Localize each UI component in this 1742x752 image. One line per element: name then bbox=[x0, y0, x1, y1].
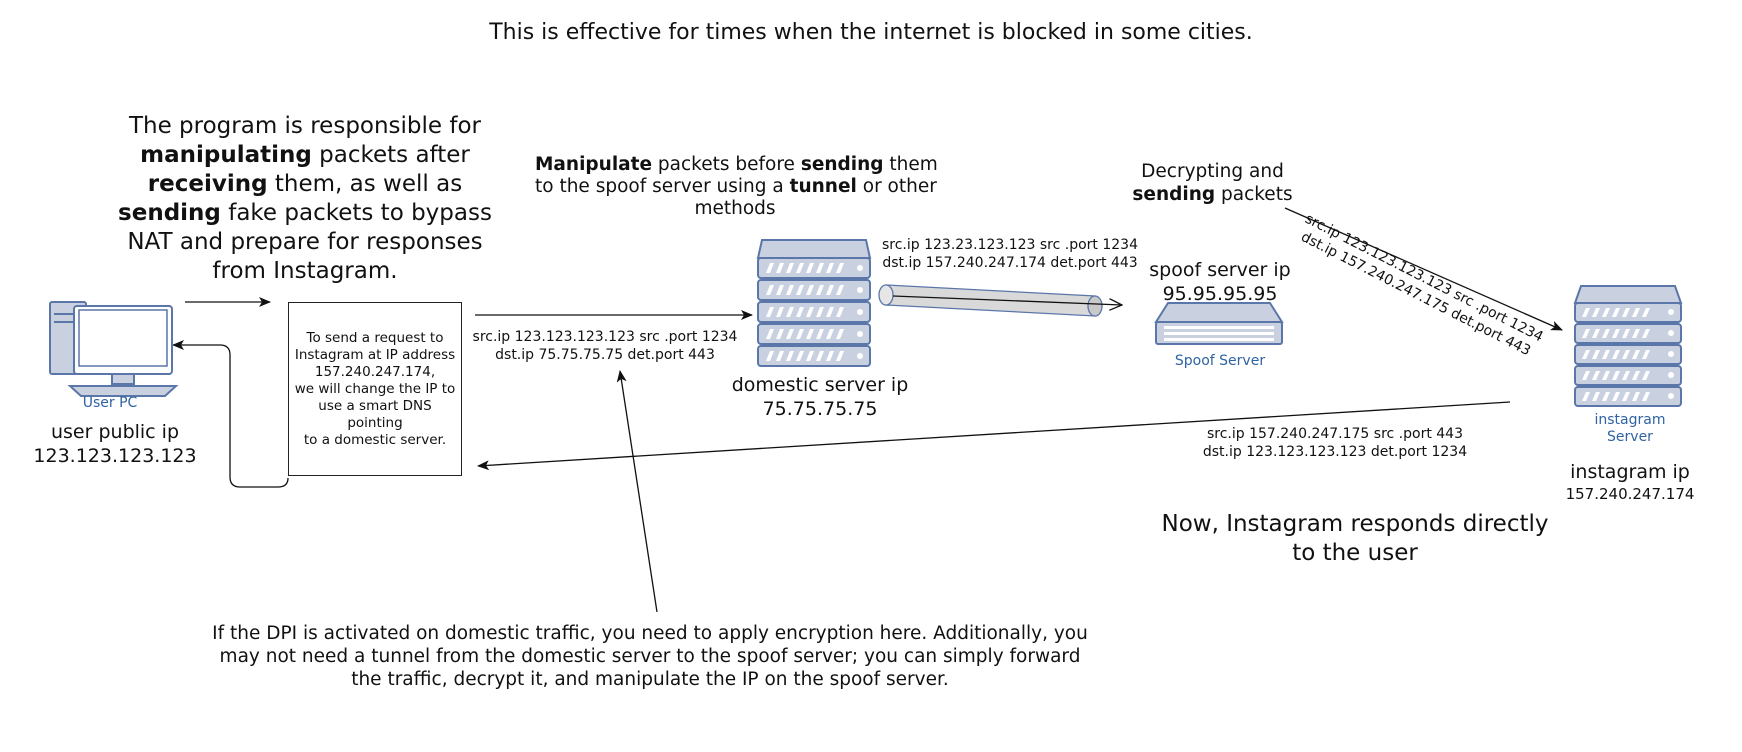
spoof-server-caption: Spoof Server bbox=[1174, 353, 1266, 369]
program-description: The program is responsible for manipulat… bbox=[95, 112, 515, 286]
user-pc-caption: User PC bbox=[82, 395, 138, 411]
arrow-dpi-note bbox=[616, 370, 658, 613]
domestic-server-label: domestic server ip 75.75.75.75 bbox=[731, 374, 909, 420]
page-title: This is effective for times when the int… bbox=[489, 20, 1253, 45]
program-description-line: manipulating packets after bbox=[140, 142, 470, 168]
spoof-server-icon bbox=[1154, 302, 1284, 345]
instagram-server-caption: instagram Server bbox=[1594, 412, 1666, 445]
arrow-instagram-to-user bbox=[477, 401, 1511, 471]
program-description-line: receiving them, as well as bbox=[147, 171, 463, 197]
packet-label-instagram-to-user: src.ip 157.240.247.175 src .port 443 dst… bbox=[1202, 426, 1468, 460]
user-ip-label: user public ip 123.123.123.123 bbox=[33, 421, 197, 467]
spoof-server-label: spoof server ip 95.95.95.95 bbox=[1149, 259, 1291, 305]
instagram-server-icon bbox=[1573, 285, 1683, 407]
arrow-dns-to-user bbox=[172, 340, 289, 488]
tunnel-pipe bbox=[878, 284, 1122, 317]
smart-dns-box: To send a request to Instagram at IP add… bbox=[288, 302, 462, 476]
user-pc-icon bbox=[49, 301, 179, 397]
program-description-line: sending fake packets to bypass bbox=[118, 200, 492, 226]
decrypt-description: Decrypting and sending packets bbox=[1132, 161, 1293, 205]
program-description-line: NAT and prepare for responses bbox=[127, 229, 483, 255]
packet-label-user-to-domestic: src.ip 123.123.123.123 src .port 1234 ds… bbox=[472, 329, 738, 363]
domestic-server-icon bbox=[756, 239, 872, 367]
instagram-ip-label: instagram ip 157.240.247.174 bbox=[1565, 461, 1695, 503]
packet-label-domestic-to-spoof: src.ip 123.23.123.123 src .port 1234 dst… bbox=[881, 237, 1138, 271]
program-description-line: from Instagram. bbox=[212, 258, 398, 284]
manipulate-description: Manipulate packets before sending them t… bbox=[535, 154, 938, 219]
response-note: Now, Instagram responds directly to the … bbox=[1161, 511, 1549, 566]
program-description-line: The program is responsible for bbox=[128, 113, 482, 139]
arrow-spoof-to-instagram bbox=[1284, 207, 1563, 331]
dpi-note: If the DPI is activated on domestic traf… bbox=[212, 623, 1088, 690]
smart-dns-text: To send a request to Instagram at IP add… bbox=[294, 329, 456, 448]
